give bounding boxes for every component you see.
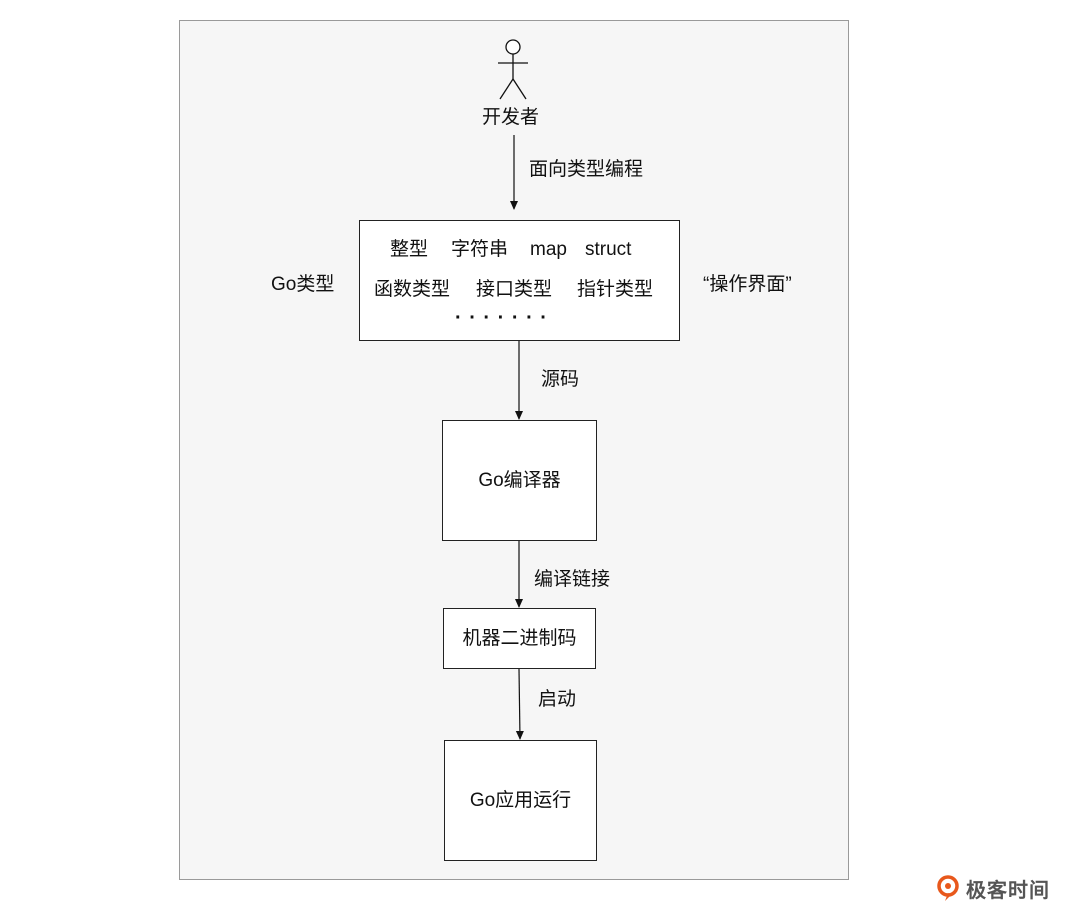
actor-label: 开发者	[482, 107, 540, 128]
edge-label-compile-link: 编译链接	[534, 569, 611, 590]
go-compiler-box: Go编译器	[442, 420, 597, 541]
machine-binary-label: 机器二进制码	[462, 628, 577, 649]
machine-binary-box: 机器二进制码	[443, 608, 596, 669]
edge-label-source: 源码	[541, 369, 580, 390]
go-app-box: Go应用运行	[444, 740, 597, 861]
type-string: 字符串	[451, 239, 509, 260]
type-pointer: 指针类型	[577, 279, 654, 300]
geektime-logo-icon	[937, 874, 959, 901]
type-map: map	[530, 239, 567, 260]
types-ellipsis: · · · · · · ·	[455, 307, 548, 329]
type-interface: 接口类型	[476, 279, 553, 300]
go-types-box	[359, 220, 680, 341]
go-types-label: Go类型	[271, 274, 335, 295]
type-struct: struct	[585, 239, 632, 260]
geektime-logo: 极客时间	[936, 874, 1050, 903]
arrow-binary-to-app	[515, 668, 524, 740]
type-function: 函数类型	[374, 279, 451, 300]
operation-interface-label: “操作界面”	[703, 274, 792, 295]
go-app-label: Go应用运行	[469, 790, 572, 811]
go-compiler-label: Go编译器	[478, 470, 561, 491]
geektime-logo-text: 极客时间	[966, 880, 1050, 902]
edge-label-type-programming: 面向类型编程	[529, 159, 644, 180]
type-integer: 整型	[390, 239, 429, 260]
actor-figure	[498, 39, 528, 100]
edge-label-launch: 启动	[538, 689, 577, 710]
